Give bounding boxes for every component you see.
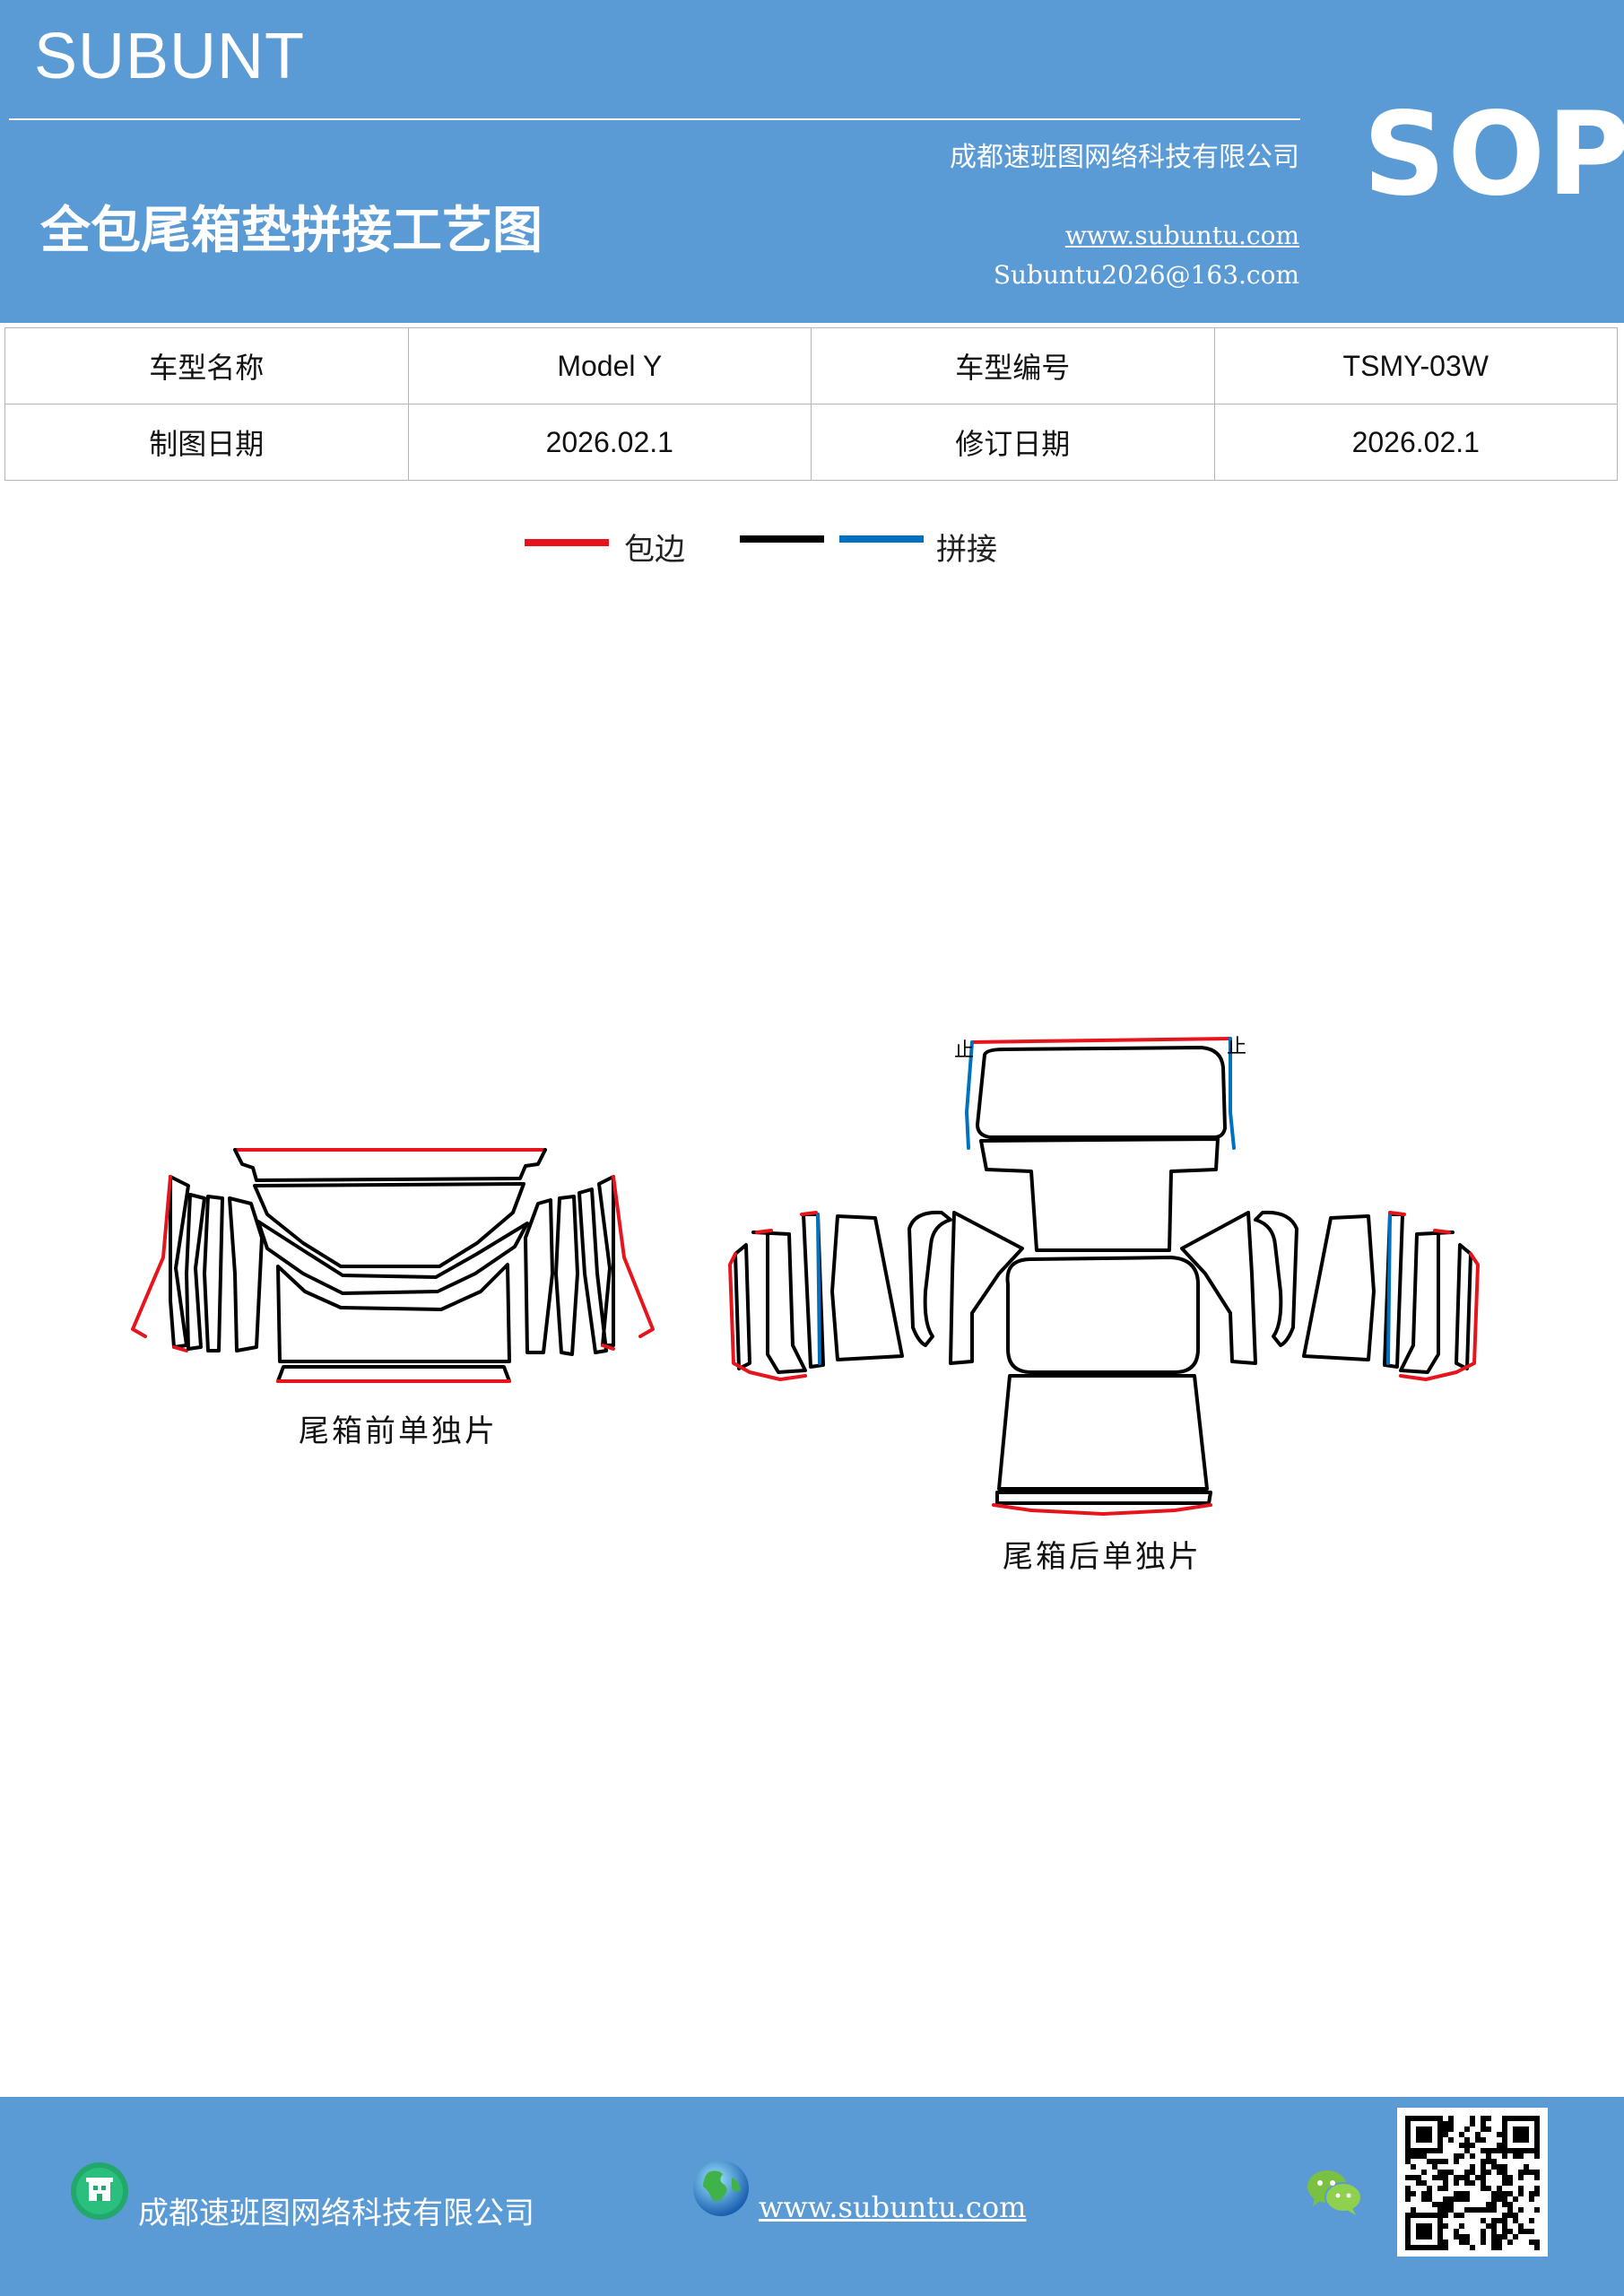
rear-right-splice	[1386, 1213, 1392, 1365]
rear-center-floor	[1005, 1256, 1200, 1374]
revision-date-value: 2026.02.1	[1213, 404, 1618, 481]
stop-mark-right: 止	[1227, 1036, 1246, 1058]
front-left-outer-edge	[131, 1175, 188, 1352]
front-top-panel	[253, 1182, 525, 1268]
model-name-value: Model Y	[407, 327, 812, 404]
building-icon	[70, 2161, 129, 2224]
stop-mark-left: 止	[954, 1039, 974, 1062]
model-name-label: 车型名称	[4, 327, 409, 404]
wechat-icon	[1306, 2167, 1363, 2221]
rear-right-wing	[1180, 1211, 1257, 1365]
front-top-strip	[233, 1148, 547, 1182]
document-title: 全包尾箱垫拼接工艺图	[40, 201, 543, 260]
rear-left-panel	[830, 1214, 904, 1361]
model-code-label: 车型编号	[811, 327, 1215, 404]
legend-label-edge: 包边	[624, 532, 685, 568]
header-divider	[9, 118, 1300, 120]
rear-right-panel	[1302, 1214, 1376, 1361]
drawing-date-label: 制图日期	[4, 404, 409, 481]
rear-right-curve	[1254, 1210, 1298, 1347]
rear-top-panel	[976, 1046, 1227, 1139]
rear-right-strip	[1399, 1231, 1455, 1374]
front-pieces-caption: 尾箱前单独片	[299, 1413, 498, 1449]
line-legend: 包边 拼接	[0, 525, 1624, 570]
rear-left-outer	[734, 1243, 751, 1370]
brand-logo-text: SUBUNT	[34, 21, 306, 92]
front-middle-band	[256, 1220, 529, 1295]
rear-right-outer-edge	[1388, 1211, 1480, 1381]
qr-code[interactable]	[1397, 2108, 1548, 2260]
legend-swatch-splice	[839, 535, 924, 543]
rear-top-left-splice	[965, 1040, 974, 1150]
header-banner: SUBUNT 成都速班图网络科技有限公司 全包尾箱垫拼接工艺图 www.subu…	[0, 0, 1624, 323]
rear-lower-floor	[997, 1374, 1209, 1491]
rear-top-right-splice	[1229, 1037, 1236, 1150]
footer-website-link[interactable]: www.subuntu.com	[759, 2190, 1027, 2224]
front-left-strip	[228, 1196, 264, 1352]
vehicle-info-table: 车型名称 Model Y 车型编号 TSMY-03W 制图日期 2026.02.…	[4, 327, 1618, 481]
front-right-strip	[578, 1187, 608, 1354]
legend-swatch-outline	[740, 535, 824, 543]
rear-left-strip	[751, 1231, 807, 1374]
rear-connector-panel	[979, 1137, 1220, 1252]
company-name: 成都速班图网络科技有限公司	[950, 142, 1299, 173]
rear-left-wing	[949, 1211, 1024, 1365]
legend-swatch-edge	[525, 539, 609, 546]
table-row: 制图日期 2026.02.1 修订日期 2026.02.1	[4, 404, 1618, 481]
rear-top-edge	[970, 1037, 1232, 1044]
table-row: 车型名称 Model Y 车型编号 TSMY-03W	[4, 327, 1618, 404]
sop-badge: SOP	[1363, 88, 1624, 222]
footer-company-name: 成都速班图网络科技有限公司	[138, 2196, 534, 2231]
rear-left-curve	[908, 1210, 952, 1347]
rear-left-outer-edge	[728, 1211, 818, 1381]
rear-left-splice	[816, 1213, 821, 1365]
rear-bottom-edge	[992, 1503, 1212, 1516]
footer-banner: 成都速班图网络科技有限公司 www.subuntu.com	[0, 2097, 1624, 2296]
drawing-date-value: 2026.02.1	[407, 404, 812, 481]
email-address: Subuntu2026@163.com	[993, 260, 1299, 290]
rear-right-outer	[1455, 1243, 1472, 1370]
rear-pieces-caption: 尾箱后单独片	[1003, 1539, 1202, 1575]
front-lower-panel	[276, 1263, 511, 1363]
model-code-value: TSMY-03W	[1213, 327, 1618, 404]
front-right-strip	[524, 1198, 554, 1354]
rear-bottom-strip	[995, 1491, 1212, 1505]
front-left-strip	[185, 1193, 206, 1351]
website-link[interactable]: www.subuntu.com	[1064, 221, 1299, 250]
front-right-strip	[554, 1195, 579, 1356]
revision-date-label: 修订日期	[811, 404, 1215, 481]
front-right-outer-edge	[601, 1175, 655, 1351]
front-left-strip	[203, 1195, 224, 1352]
globe-icon	[690, 2158, 751, 2222]
legend-label-splice: 拼接	[936, 532, 997, 568]
